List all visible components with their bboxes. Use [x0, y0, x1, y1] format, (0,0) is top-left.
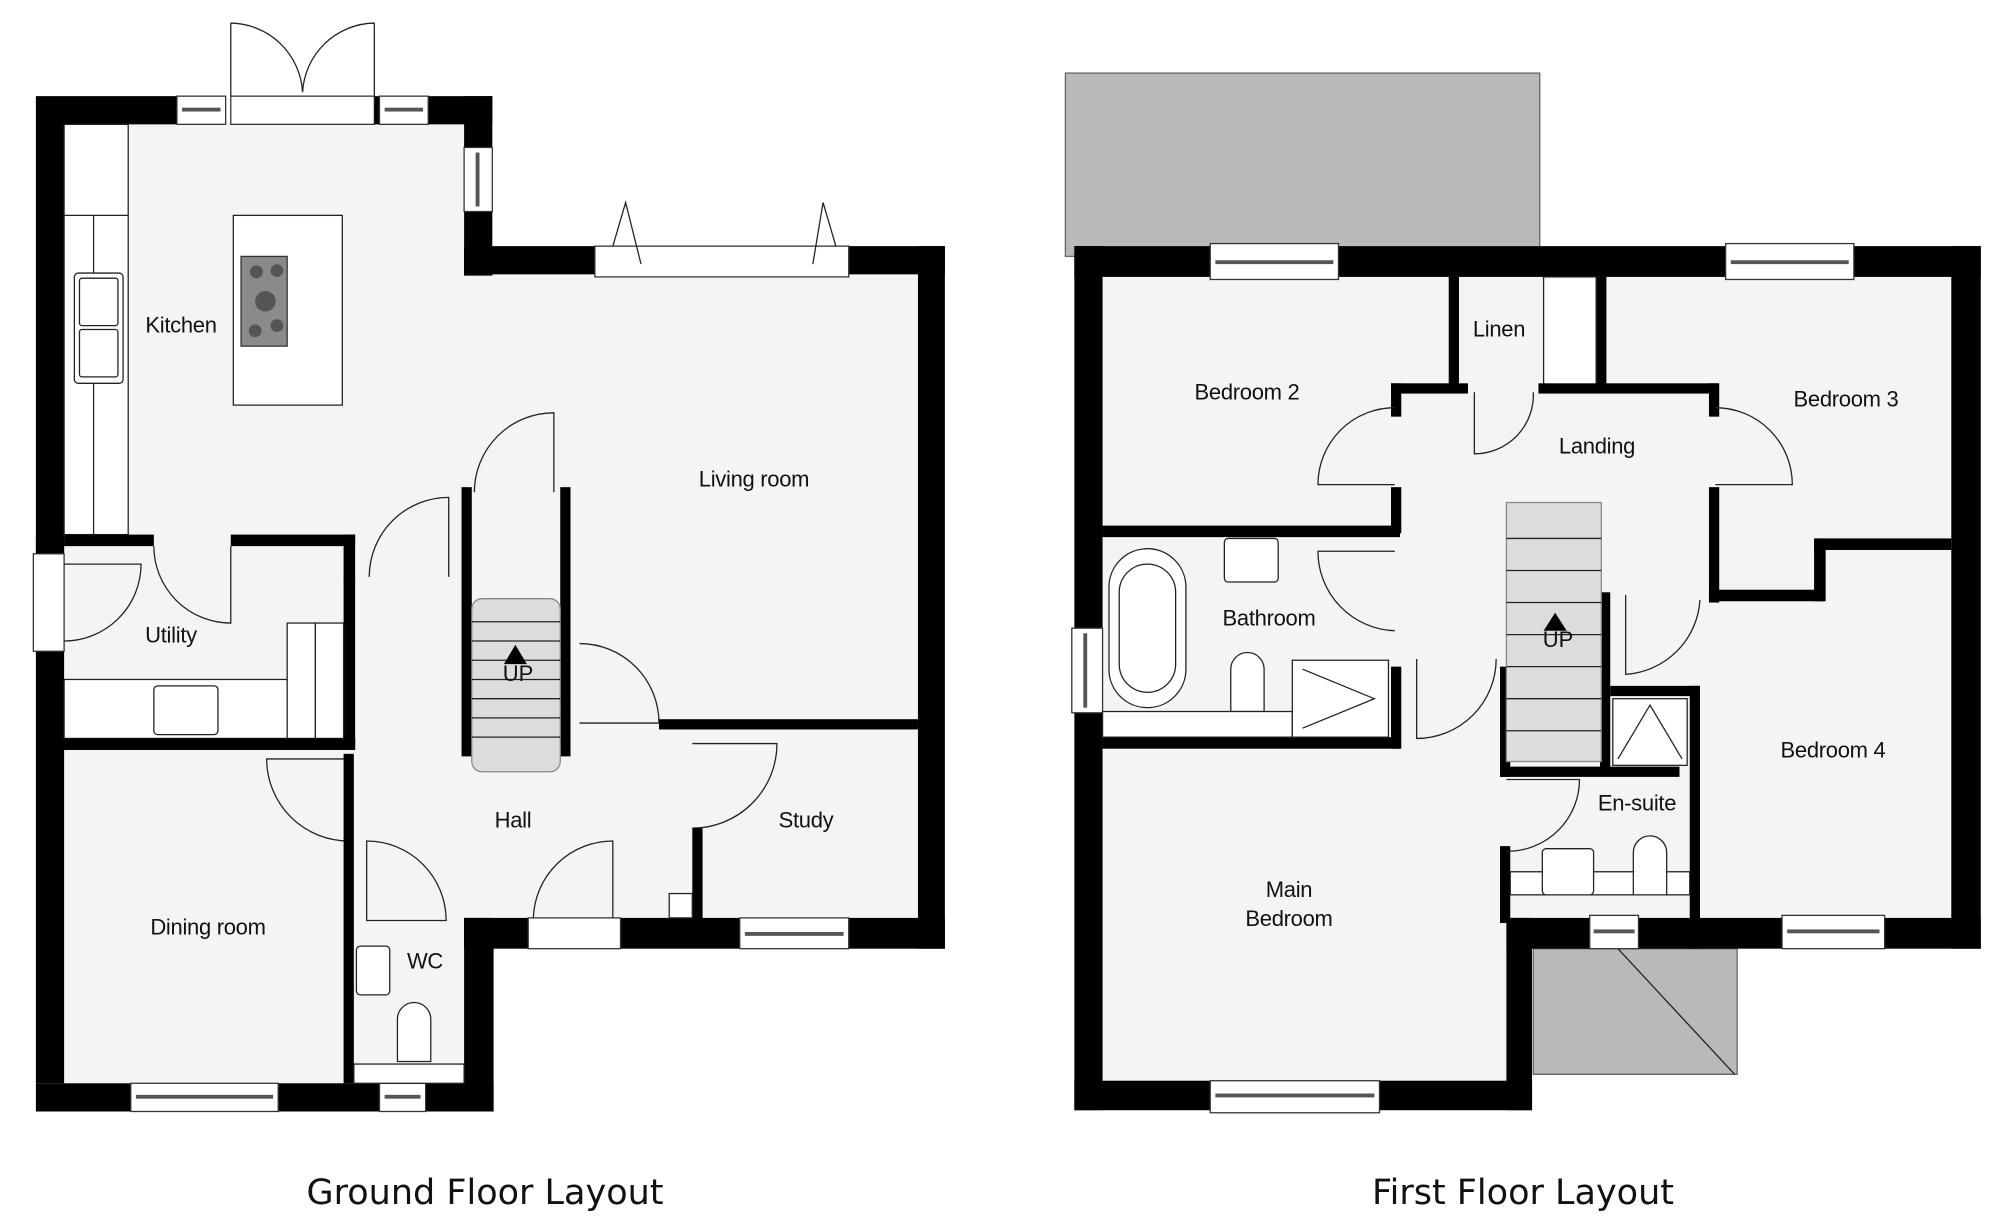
stairs-up-label-ground: UP	[502, 661, 534, 686]
room-label-bedroom-3: Bedroom 3	[1793, 386, 1899, 412]
roof-area-top	[1064, 72, 1541, 258]
room-label-main-bedroom-line1: Main	[1265, 877, 1313, 902]
ground-stairs	[471, 598, 561, 773]
room-label-living-room: Living room	[698, 466, 810, 492]
first-floor-stairs	[1505, 501, 1602, 763]
room-label-dining-room: Dining room	[150, 914, 266, 940]
room-label-linen: Linen	[1472, 316, 1526, 342]
room-label-bedroom-4: Bedroom 4	[1780, 737, 1886, 763]
ground-floor-plan	[32, 22, 945, 1113]
ground-floor-caption: Ground Floor Layout	[306, 1173, 664, 1213]
room-label-bathroom: Bathroom	[1222, 605, 1316, 631]
room-label-landing: Landing	[1558, 433, 1636, 459]
french-doors	[230, 22, 376, 125]
room-label-en-suite: En-suite	[1597, 790, 1677, 816]
room-label-hall: Hall	[494, 807, 532, 833]
stairs-up-label-first: UP	[1542, 627, 1574, 652]
room-label-main-bedroom-line2: Bedroom	[1245, 906, 1333, 931]
room-label-bedroom-2: Bedroom 2	[1194, 379, 1300, 405]
room-label-main-bedroom: Main Bedroom	[1245, 875, 1332, 933]
room-label-kitchen: Kitchen	[145, 312, 217, 338]
first-floor-plan	[1064, 72, 1981, 1114]
room-label-utility: Utility	[145, 622, 197, 648]
first-floor-caption: First Floor Layout	[1372, 1173, 1674, 1213]
room-label-wc: WC	[406, 948, 444, 974]
room-label-study: Study	[778, 807, 834, 833]
